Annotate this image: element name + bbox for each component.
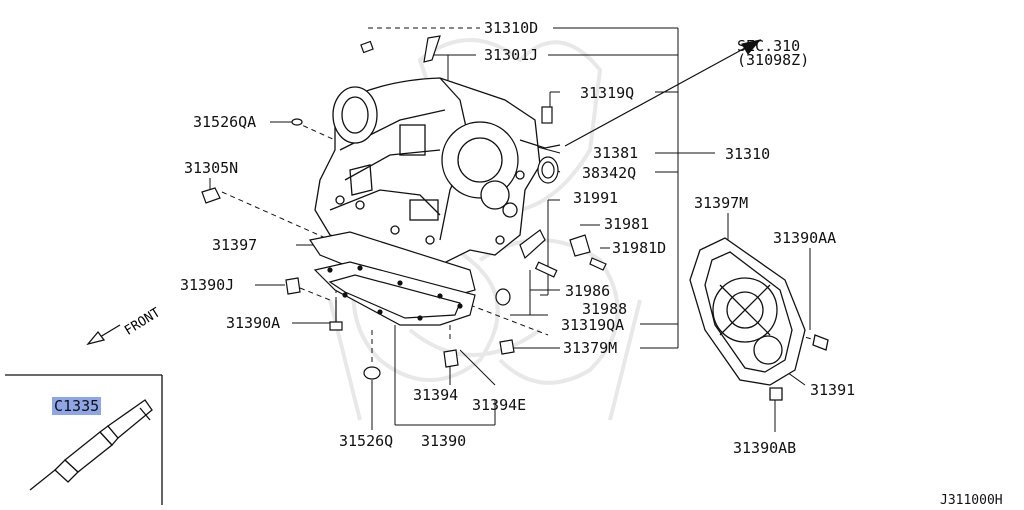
part-label-31390a[interactable]: 31390A	[226, 314, 281, 332]
plug-31310d	[360, 40, 374, 54]
part-label-31988[interactable]: 31988	[582, 300, 628, 318]
section-ref-line1[interactable]: SEC.310	[737, 37, 801, 55]
breather-31301j	[423, 35, 441, 63]
plug-31305n	[201, 187, 221, 204]
transaxle-case	[314, 77, 541, 266]
bolt-31390a	[329, 300, 343, 331]
sealant-tube-icon	[29, 399, 153, 491]
part-label-31394[interactable]: 31394	[413, 386, 459, 404]
part-label-31526q[interactable]: 31526Q	[339, 432, 394, 450]
inset-panel	[5, 374, 163, 505]
bolt-31981d	[589, 257, 607, 271]
oil-pan	[309, 231, 476, 326]
part-label-31986[interactable]: 31986	[565, 282, 611, 300]
side-cover-31397m	[689, 237, 829, 401]
part-label-31981d[interactable]: 31981D	[612, 239, 667, 257]
part-label-31379m[interactable]: 31379M	[563, 339, 618, 357]
pin-31986	[534, 261, 558, 278]
part-label-31390j[interactable]: 31390J	[180, 276, 235, 294]
sensor-31319q	[541, 106, 553, 124]
part-label-31390aa[interactable]: 31390AA	[773, 229, 837, 247]
part-label-31397[interactable]: 31397	[212, 236, 258, 254]
part-label-31991[interactable]: 31991	[573, 189, 619, 207]
part-label-31310[interactable]: 31310	[725, 145, 771, 163]
callout-label-text: C1335	[52, 397, 102, 415]
part-label-31381[interactable]: 31381	[593, 144, 639, 162]
bracket-31991	[519, 229, 546, 260]
plug-31390j	[285, 277, 301, 295]
part-label-31390[interactable]: 31390	[421, 432, 467, 450]
part-label-31319q[interactable]: 31319Q	[580, 84, 635, 102]
part-label-31301j[interactable]: 31301J	[484, 46, 539, 64]
part-label-31397m[interactable]: 31397M	[694, 194, 749, 212]
callout-label[interactable]: C1335	[52, 397, 102, 415]
part-label-31394e[interactable]: 31394E	[472, 396, 527, 414]
section-ref-line2[interactable]: (31098Z)	[737, 51, 810, 69]
part-label-31390ab[interactable]: 31390AB	[733, 439, 797, 457]
part-label-38342q[interactable]: 38342Q	[582, 164, 637, 182]
oring-31526qa	[291, 118, 303, 126]
diagram-id: J311000H	[940, 493, 1003, 508]
pipe-31381	[519, 139, 561, 149]
lever-31981	[569, 234, 591, 257]
part-label-31526qa[interactable]: 31526QA	[193, 113, 257, 131]
part-label-31391[interactable]: 31391	[810, 381, 856, 399]
plug-31319qa	[495, 288, 511, 306]
oring-31526q	[363, 366, 381, 380]
plug-31379m	[499, 339, 515, 355]
front-arrow-icon	[86, 324, 121, 346]
part-label-31310d[interactable]: 31310D	[484, 19, 539, 37]
part-label-31305n[interactable]: 31305N	[184, 159, 239, 177]
part-label-31981[interactable]: 31981	[604, 215, 650, 233]
plug-31394	[443, 349, 459, 368]
part-label-31319qa[interactable]: 31319QA	[561, 316, 625, 334]
